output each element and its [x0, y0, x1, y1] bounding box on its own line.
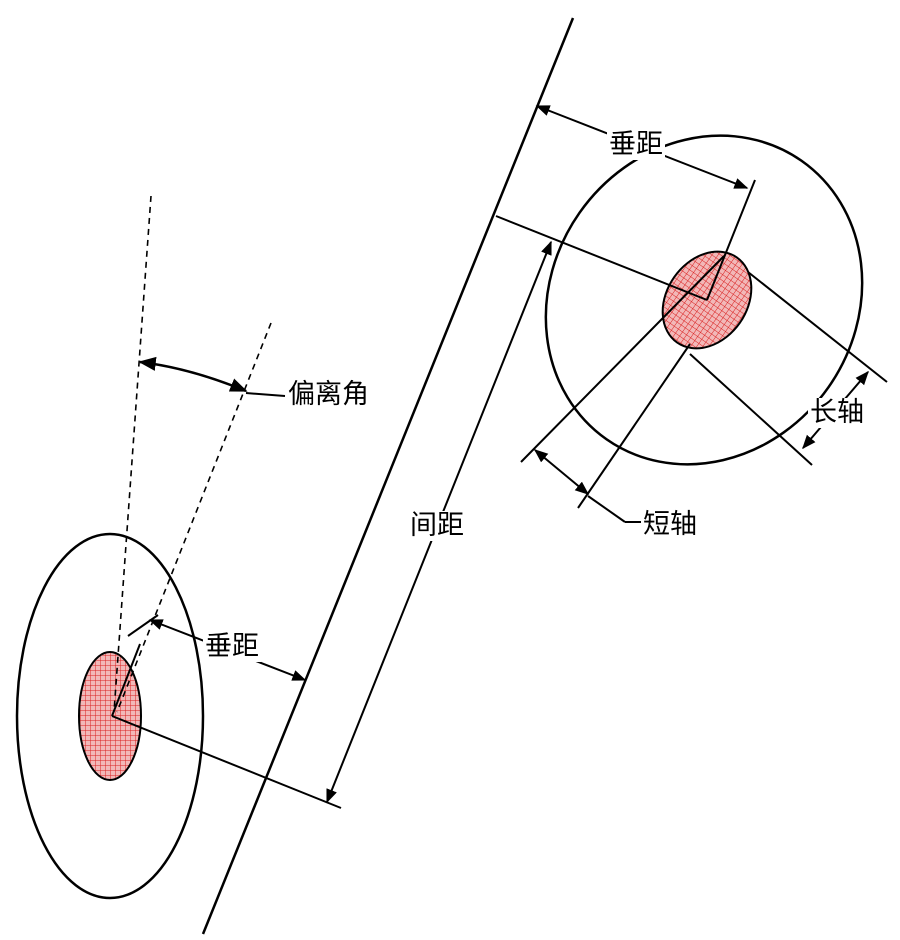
- minor-axis-leader: [587, 495, 626, 523]
- major-axis-ext-2: [689, 353, 813, 466]
- minor-axis-label: 短轴: [641, 509, 699, 540]
- right-perpendicular-line: [495, 215, 708, 301]
- spacing-label: 间距: [408, 510, 466, 541]
- deviation-angle-leader: [245, 392, 286, 397]
- left-outer-ellipse: [15, 532, 205, 900]
- perpendicular-distance-top-label: 垂距: [607, 129, 665, 160]
- minor-axis-dim-line: [533, 449, 590, 495]
- left-perpendicular-line: [111, 715, 342, 809]
- major-axis-label: 长轴: [808, 397, 866, 428]
- major-axis-ext-1: [747, 271, 888, 383]
- minor-axis-ext-1: [520, 255, 725, 463]
- left-hatched-ellipse: [78, 651, 142, 781]
- left-extension-line: [127, 614, 159, 637]
- left-dashed-axis: [113, 195, 152, 713]
- left-center-ray: [111, 643, 141, 717]
- perpendicular-distance-left-label: 垂距: [203, 631, 261, 662]
- deviation-angle-label: 偏离角: [286, 379, 371, 410]
- trajectory-line: [201, 17, 575, 935]
- deviation-angle-arc: [138, 356, 248, 393]
- right-center-ray: [706, 179, 756, 301]
- minor-axis-ext-2: [577, 343, 691, 509]
- left-error-ellipse: [15, 195, 342, 900]
